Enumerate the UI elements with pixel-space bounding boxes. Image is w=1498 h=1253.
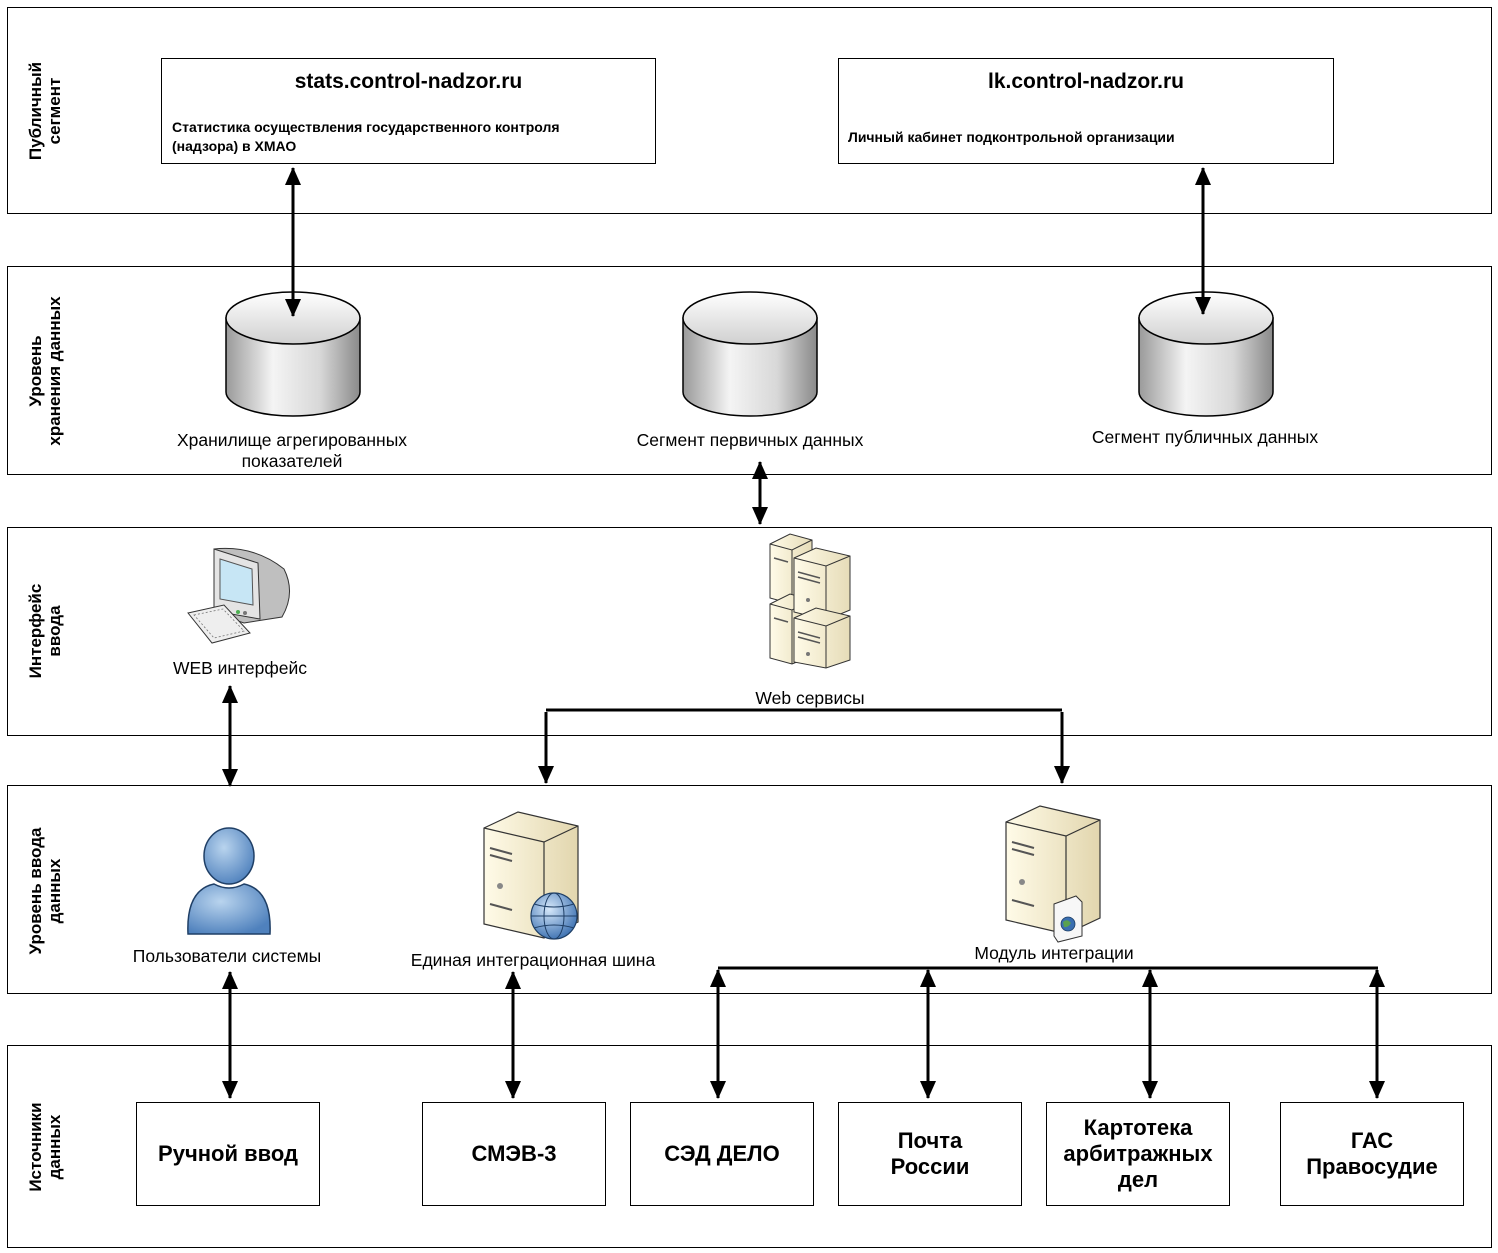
stats-site-box: stats.control-nadzor.ru Статистика осуще…: [161, 58, 656, 164]
web-services-label: Web сервисы: [755, 688, 865, 708]
lk-site-title: lk.control-nadzor.ru: [987, 70, 1184, 93]
source-gas-pravosudie: ГАС Правосудие: [1280, 1102, 1464, 1206]
workstation-icon: [187, 547, 290, 644]
source-smev3: СМЭВ-3: [422, 1102, 606, 1206]
source-sed-delo: СЭД ДЕЛО: [630, 1102, 814, 1206]
storage-aggregated-label: Хранилище агрегированных показателей: [176, 430, 408, 471]
storage-primary-label: Сегмент первичных данных: [636, 430, 864, 450]
source-russian-post: Почта России: [838, 1102, 1022, 1206]
lk-site-description: Личный кабинет подконтрольной организаци…: [848, 129, 1175, 145]
integration-module-label: Модуль интеграции: [974, 943, 1134, 963]
application-server-icon: [1005, 805, 1101, 943]
stats-site-title: stats.control-nadzor.ru: [294, 70, 523, 93]
lk-site-box: lk.control-nadzor.ru Личный кабинет подк…: [838, 58, 1334, 164]
server-cluster-icon: [769, 533, 851, 669]
web-interface-label: WEB интерфейс: [172, 658, 308, 678]
database-cylinder-icon: [682, 291, 818, 417]
storage-public-label: Сегмент публичных данных: [1091, 427, 1319, 447]
source-manual-input: Ручной ввод: [136, 1102, 320, 1206]
database-cylinder-icon: [225, 291, 361, 417]
web-server-icon: [483, 811, 579, 940]
user-icon: [187, 827, 271, 935]
stats-site-description: Статистика осуществления государственног…: [172, 119, 560, 154]
source-arbitration-cases: Картотека арбитражных дел: [1046, 1102, 1230, 1206]
database-cylinder-icon: [1138, 291, 1274, 417]
integration-bus-label: Единая интеграционная шина: [410, 950, 656, 970]
users-label: Пользователи системы: [132, 946, 322, 966]
